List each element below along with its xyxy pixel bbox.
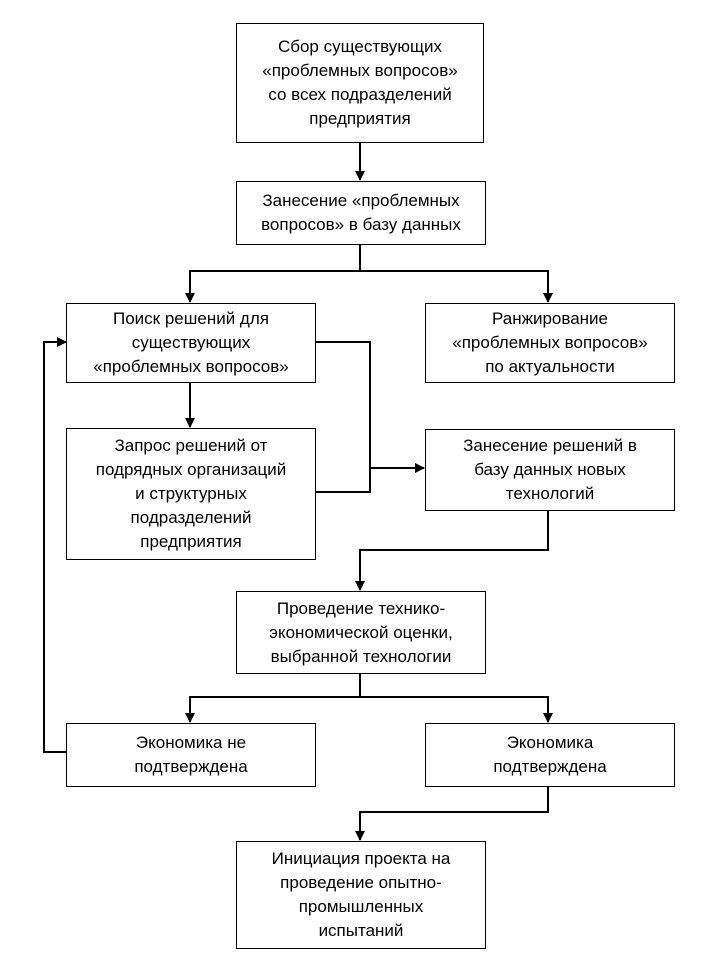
arrow-confirmed-to-initiation [355, 787, 549, 841]
node-collect: Сбор существующих «проблемных вопросов» … [236, 23, 484, 143]
node-initiation: Инициация проекта на проведение опытно- … [236, 841, 486, 949]
node-confirmed: Экономика подтверждена [425, 723, 675, 787]
node-request: Запрос решений от подрядных организаций … [66, 428, 316, 560]
node-evaluation: Проведение технико- экономической оценки… [236, 591, 486, 674]
arrow-evaluation-split [185, 674, 361, 723]
node-enter-db: Занесение «проблемных вопросов» в базу д… [236, 181, 486, 245]
node-rank: Ранжирование «проблемных вопросов» по ак… [425, 303, 675, 383]
node-search: Поиск решений для существующих «проблемн… [66, 303, 316, 383]
arrow-evaluation-to-confirmed [360, 696, 553, 723]
arrow-enter-db-to-rank [360, 270, 553, 303]
arrow-enter-db-split [185, 245, 361, 303]
node-not-confirmed: Экономика не подтверждена [66, 723, 316, 787]
arrow-search-to-solutions [316, 341, 425, 473]
node-enter-solutions: Занесение решений в базу данных новых те… [425, 429, 675, 511]
arrow-solutions-to-evaluation [355, 511, 549, 591]
arrow-request-merge [316, 468, 371, 493]
arrow-not-confirmed-loop [43, 337, 67, 753]
